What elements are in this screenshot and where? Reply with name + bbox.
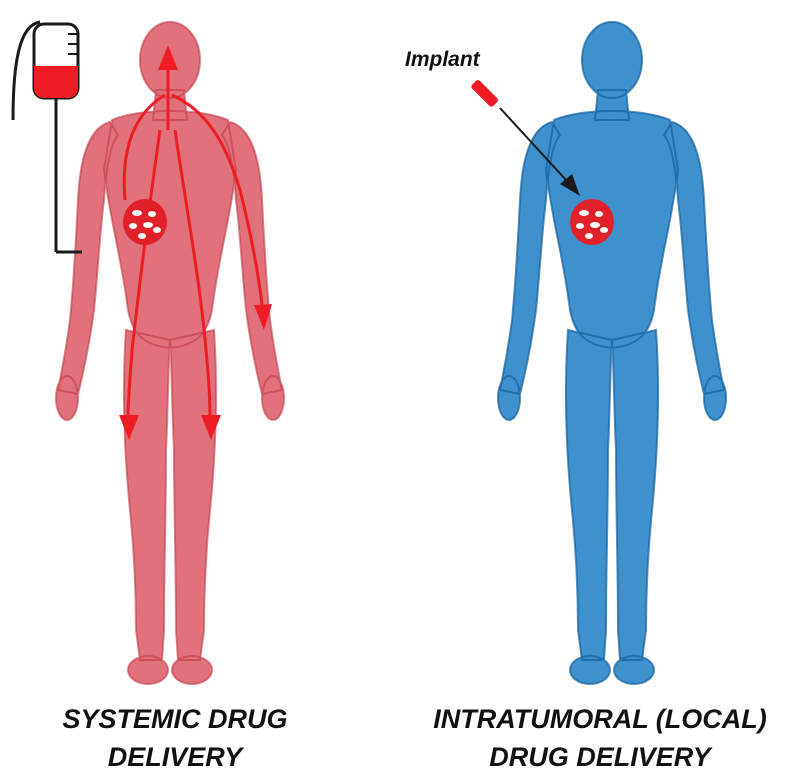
- implant-icon: [470, 79, 499, 108]
- local-caption: INTRATUMORAL (LOCAL) DRUG DELIVERY: [410, 700, 790, 776]
- local-caption-line-2: DRUG DELIVERY: [410, 738, 790, 776]
- tumor-icon: [570, 199, 614, 245]
- systemic-caption-line-1: SYSTEMIC DRUG: [20, 700, 330, 738]
- tumor-icon: [123, 199, 167, 245]
- local-body-figure: [498, 22, 726, 684]
- iv-bag-icon: [13, 22, 82, 252]
- local-caption-line-1: INTRATUMORAL (LOCAL): [410, 700, 790, 738]
- systemic-caption: SYSTEMIC DRUG DELIVERY: [20, 700, 330, 776]
- implant-label: Implant: [405, 48, 480, 72]
- systemic-body-figure: [56, 22, 284, 684]
- systemic-caption-line-2: DELIVERY: [20, 738, 330, 776]
